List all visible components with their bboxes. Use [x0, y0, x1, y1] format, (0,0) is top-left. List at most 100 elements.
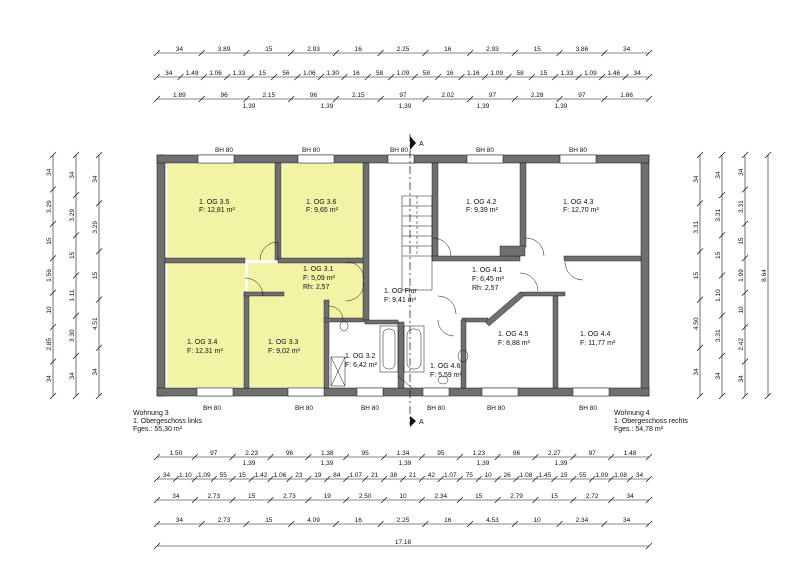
window-label: BH 80	[361, 405, 379, 412]
dimension-label: 2.73	[218, 517, 231, 524]
dimension-tick	[481, 73, 489, 81]
apartment-title: Wohnung 3	[133, 410, 169, 417]
dimension-tick	[718, 312, 726, 319]
window-label: BH 80	[579, 405, 597, 412]
dimension-label: 1,39	[399, 103, 412, 110]
dimension-tick	[377, 49, 384, 57]
dimension-tick	[95, 344, 103, 352]
dimension-tick	[696, 248, 704, 255]
dimension-label: 2.15	[352, 92, 365, 99]
dimension-tick	[72, 151, 80, 159]
dimension-label: 34	[46, 168, 53, 176]
dimension-tick	[601, 49, 608, 57]
dimension-label: 95	[437, 450, 445, 457]
dimension-tick	[456, 496, 464, 504]
dimension-label: 34	[738, 168, 745, 176]
dimension-label: 34	[738, 375, 745, 383]
dimension-label: 1,39	[477, 103, 490, 110]
dimension-label: 15	[92, 272, 99, 280]
dimension-tick	[718, 191, 726, 199]
dimension-tick	[556, 520, 563, 528]
dimension-tick	[243, 49, 250, 57]
dimension-label: 21	[409, 472, 417, 479]
dimension-label: 1,39	[321, 460, 334, 467]
dimension-label: 1.34	[397, 450, 410, 457]
dimension-label: 58	[376, 70, 384, 77]
dimension-label: 34	[176, 517, 184, 524]
dimension-label: 16	[355, 46, 363, 53]
dimension-label: 2.34	[435, 493, 448, 500]
dimension-label: 1.99	[738, 269, 745, 282]
dimension-label: 1.06	[303, 70, 316, 77]
dimension-label: 1.86	[620, 92, 633, 99]
window-labels: BH 80 BH 80 BH 80 BH 80 BH 80 BH 80 BH 8…	[203, 147, 597, 412]
dimension-tick	[229, 453, 236, 461]
dimension-label: 1.56	[46, 269, 53, 282]
room-3-6-area: F: 9,65 m²	[306, 207, 339, 214]
dimension-tick	[456, 453, 464, 461]
dimension-label: 34	[626, 493, 634, 500]
dimension-label: 1.09	[490, 70, 503, 77]
dimension-tick	[466, 95, 474, 103]
dimension-label: 1,39	[243, 103, 256, 110]
window-label: BH 80	[476, 147, 494, 154]
apartment-area: Fges.: 55,30 m²	[133, 426, 183, 433]
dimension-tick	[645, 542, 653, 550]
dimension-tick	[267, 496, 274, 504]
dimension-label: 55	[220, 472, 228, 479]
dimension-label: 2.93	[307, 46, 320, 53]
dimension-tick	[645, 496, 653, 504]
dimension-label: 97	[589, 450, 597, 457]
room-4-4-area: F: 11,77 m²	[580, 340, 616, 347]
dimension-label: 19	[314, 472, 322, 479]
dimension-tick	[243, 520, 250, 528]
dimension-label: 16	[353, 70, 361, 77]
dimension-tick	[399, 475, 407, 483]
dimension-label: 1.30	[326, 70, 339, 77]
dimension-tick	[696, 344, 704, 352]
dimension-tick	[601, 95, 608, 103]
dimension-label: 15	[239, 472, 247, 479]
dimension-label: 75	[466, 472, 474, 479]
dimension-label: 15	[738, 237, 745, 245]
dimension-label: 2.79	[510, 493, 523, 500]
dimension-tick	[645, 520, 653, 528]
dimension-label: 58	[423, 70, 431, 77]
dimension-tick	[191, 475, 199, 483]
room-3-1-area: F: 5,09 m²	[303, 275, 336, 282]
dimension-tick	[49, 220, 57, 228]
room-3-3-name: 1. OG 3.3	[268, 339, 298, 346]
dimension-tick	[741, 289, 749, 296]
room-3-1-name: 1. OG 3.1	[303, 266, 333, 273]
dimension-label: 42	[428, 472, 436, 479]
dimension-tick	[466, 49, 474, 57]
section-label-bottom: A	[419, 419, 424, 426]
window-label: BH 80	[302, 147, 320, 154]
dimension-tick	[49, 358, 57, 365]
room-flur-area: F: 9,41 m²	[384, 297, 417, 304]
dimension-tick	[645, 49, 653, 57]
dimension-label: 2.85	[46, 338, 53, 351]
dimension-label: 16	[444, 46, 452, 53]
dimension-tick	[305, 475, 312, 483]
dimension-tick	[645, 453, 653, 461]
apartment-floor: 1. Obergeschoss rechts	[614, 418, 688, 425]
dimension-tick	[153, 475, 161, 483]
dimension-label: 97	[489, 92, 497, 99]
dimension-tick	[267, 475, 274, 483]
dimension-label: 15	[560, 472, 568, 479]
apartment-area: Fges.: 54,78 m²	[614, 426, 664, 433]
dimension-label: 3.89	[218, 46, 231, 53]
dimension-label: 1.08	[614, 472, 627, 479]
dimension-label: 4.50	[693, 317, 700, 330]
section-arrow-top	[410, 136, 416, 150]
bathroom-fixtures	[330, 320, 469, 389]
dimension-tick	[229, 475, 236, 483]
dimension-label: 97	[210, 450, 218, 457]
dimension-tick	[172, 475, 180, 483]
dimension-tick	[570, 453, 577, 461]
dimension-label: 55	[579, 472, 587, 479]
dimension-tick	[741, 358, 749, 365]
dimension-tick	[551, 475, 558, 483]
